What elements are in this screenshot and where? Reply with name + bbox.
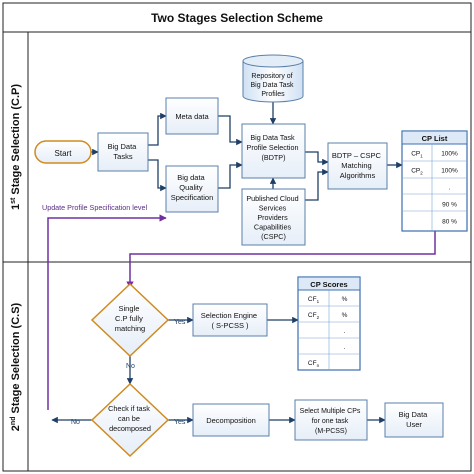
check-decompose-label: Check if task can be decomposed — [108, 404, 152, 433]
big-data-tasks-node: Big Data Tasks — [97, 132, 149, 172]
decomposition-node: Decomposition — [192, 403, 270, 437]
lane-label-stage2: 2nd Stage Selection (C.S) — [10, 302, 22, 431]
cp-scores-header: CP Scores — [310, 280, 347, 289]
quality-spec-node: Big data Quality Specification — [165, 165, 219, 213]
stage2-connectors — [51, 316, 386, 424]
cp-scores-row-2-provider: CF2 — [308, 312, 320, 320]
cp-scores-table: CP Scores CF1% CF2%.. CFn — [297, 276, 361, 371]
cp-list-row-2-value: 100% — [441, 168, 458, 175]
cp-list-row-1-provider: CP1 — [411, 151, 423, 159]
cp-list-row-2-provider: CP2 — [411, 168, 423, 176]
cp-list-table: CP List CP1 100% CP2 100%. 90 % 80 % — [401, 130, 468, 232]
big-data-user-label: Big Data User — [399, 410, 430, 429]
quality-spec-label: Big data Quality Specification — [171, 173, 214, 202]
update-profile-label: Update Profile Specification level — [42, 203, 147, 212]
cspc-node: Published Cloud Services Providers Capab… — [241, 188, 306, 246]
cp-list-row-4-value: 90 % — [442, 202, 457, 209]
cp-list-header: CP List — [422, 134, 448, 143]
repository-cylinder: Repository of Big Data Task Profiles — [242, 54, 304, 103]
selection-engine-node: Selection Engine ( S-PCSS ) — [192, 303, 268, 337]
no-label-2: No — [71, 419, 80, 426]
big-data-user-node: Big Data User — [384, 402, 444, 438]
cp-list-row-5-value: 80 % — [442, 219, 457, 226]
bdtp-label: Big Data Task Profile Selection (BDTP) — [247, 133, 301, 162]
bdtp-node: Big Data Task Profile Selection (BDTP) — [241, 123, 306, 179]
matching-label: BDTP – CSPC Matching Algorithms — [332, 151, 383, 180]
repository-label: Repository of Big Data Task Profiles — [250, 73, 295, 98]
big-data-tasks-label: Big Data Tasks — [108, 142, 139, 161]
select-multiple-label: Select Multiple CPs for one task (M-PCSS… — [300, 408, 363, 435]
cp-list-row-1-value: 100% — [441, 151, 458, 158]
lane-label-stage1: 1st Stage Selection (C.P) — [10, 84, 22, 210]
cp-list-row-3-value: . — [449, 185, 451, 192]
start-label: Start — [55, 149, 73, 158]
single-cp-decision: Single C.P fully matching — [90, 282, 170, 358]
cp-scores-row-4-value: . — [344, 344, 346, 351]
meta-data-node: Meta data — [165, 97, 219, 135]
single-cp-label: Single C.P fully matching — [115, 304, 145, 333]
yes-label-1: Yes — [174, 319, 186, 326]
cp-scores-row-3-value: . — [344, 328, 346, 335]
cspc-label: Published Cloud Services Providers Capab… — [246, 194, 300, 241]
matching-algorithms-node: BDTP – CSPC Matching Algorithms — [327, 142, 388, 190]
start-node: Start — [34, 140, 92, 164]
no-label-1: No — [126, 363, 135, 370]
feedback-connectors — [47, 214, 436, 410]
cp-scores-row-2-value: % — [342, 312, 348, 319]
cp-scores-row-5-provider: CFn — [308, 360, 320, 368]
select-multiple-node: Select Multiple CPs for one task (M-PCSS… — [294, 399, 368, 441]
stage1-connectors — [91, 101, 403, 201]
selection-engine-label: Selection Engine ( S-PCSS ) — [201, 311, 259, 330]
check-decompose-decision: Check if task can be decomposed — [90, 382, 170, 458]
diagram-title: Two Stages Selection Scheme — [151, 11, 323, 25]
decomposition-label: Decomposition — [206, 416, 256, 425]
cp-scores-row-1-provider: CF1 — [308, 296, 320, 304]
cp-scores-row-1-value: % — [342, 296, 348, 303]
meta-data-label: Meta data — [175, 112, 209, 121]
yes-label-2: Yes — [174, 419, 186, 426]
